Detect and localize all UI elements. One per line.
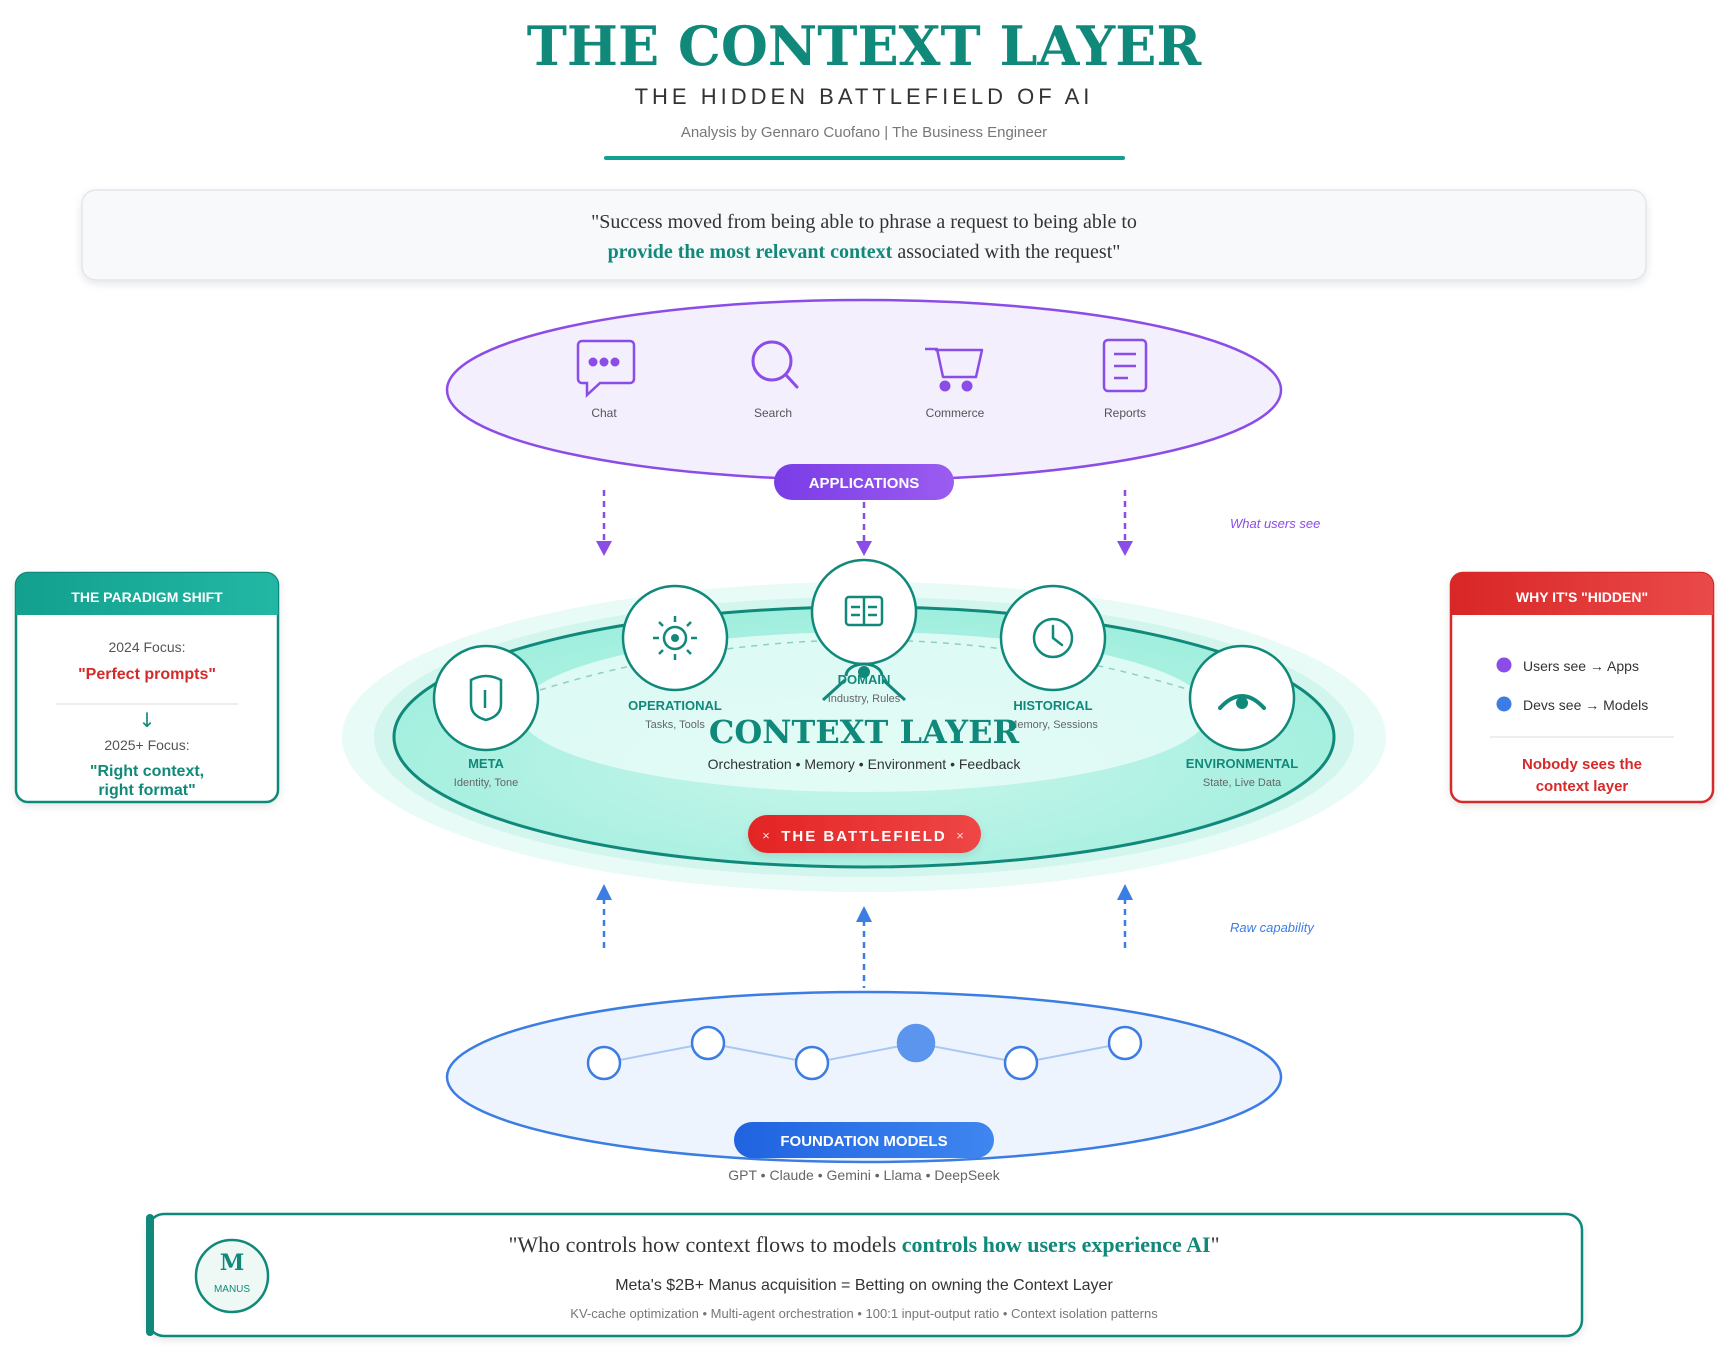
foundation-layer: FOUNDATION MODELS GPT • Claude • Gemini … (445, 990, 1283, 1183)
network-graph (586, 1023, 1143, 1081)
manus-logo-text: MANUS (214, 1284, 250, 1295)
app-reports[interactable]: Reports (1102, 338, 1148, 420)
top-quote-box: "Success moved from being able to phrase… (81, 189, 1647, 281)
top-quote-highlight: provide the most relevant context (608, 241, 893, 263)
battlefield-label: THE BATTLEFIELD (781, 828, 947, 845)
foundation-badge: FOUNDATION MODELS (734, 1122, 994, 1158)
top-quote-line1: "Success moved from being able to phrase… (591, 211, 1137, 233)
network-node (690, 1025, 726, 1061)
bottom-quote-box: M MANUS "Who controls how context flows … (146, 1212, 1584, 1338)
node-meta-sub: Identity, Tone (454, 777, 518, 789)
bottom-line3: KV-cache optimization • Multi-agent orch… (570, 1306, 1158, 1321)
battlefield-badge: × THE BATTLEFIELD × (748, 815, 981, 853)
manus-logo: M MANUS (194, 1238, 270, 1314)
node-historical-sub: Memory, Sessions (1008, 719, 1098, 731)
node-environmental[interactable]: ENVIRONMENTAL State, Live Data (1186, 644, 1298, 789)
shield-icon (469, 674, 503, 722)
hidden-conclusion-1: Nobody sees the (1522, 756, 1642, 773)
gear-icon (653, 616, 697, 660)
models-side-note: Raw capability (1230, 920, 1315, 935)
hidden-item-users: Users see → Apps (1523, 658, 1639, 674)
node-domain[interactable]: DOMAIN Industry, Rules (810, 558, 918, 705)
node-domain-label: DOMAIN (838, 672, 891, 687)
manus-logo-letter: M (220, 1250, 244, 1276)
app-commerce-label: Commerce (926, 406, 985, 420)
bottom-line2: Meta's $2B+ Manus acquisition = Betting … (615, 1277, 1113, 1294)
search-icon (751, 340, 799, 389)
applications-badge-label: APPLICATIONS (809, 475, 920, 492)
app-commerce[interactable]: Commerce (925, 347, 985, 420)
network-node (1107, 1025, 1143, 1061)
context-layer-title: CONTEXT LAYER (709, 713, 1020, 751)
node-historical[interactable]: HISTORICAL Memory, Sessions (999, 584, 1107, 731)
header-divider (604, 156, 1125, 160)
top-quote-line2: provide the most relevant context associ… (608, 241, 1121, 263)
apps-to-context-arrows (596, 490, 1133, 556)
page-title: THE CONTEXT LAYER (527, 14, 1203, 78)
paradigm-from-value: "Perfect prompts" (78, 666, 216, 683)
models-to-context-arrows (596, 884, 1133, 988)
applications-badge: APPLICATIONS (774, 464, 954, 500)
applications-layer: Chat Search Commerce (445, 298, 1283, 500)
chat-icon (576, 339, 636, 398)
bottom-quote: "Who controls how context flows to model… (508, 1232, 1219, 1257)
foundation-badge-label: FOUNDATION MODELS (780, 1133, 947, 1150)
network-node (794, 1045, 830, 1081)
paradigm-shift-title: THE PARADIGM SHIFT (71, 589, 223, 605)
app-search-label: Search (754, 406, 792, 420)
document-icon (1102, 338, 1148, 393)
paradigm-to-label: 2025+ Focus: (104, 737, 189, 753)
app-reports-label: Reports (1104, 406, 1146, 420)
context-layer: META Identity, Tone OPERATIONAL Tasks, T… (342, 558, 1386, 892)
byline: Analysis by Gennaro Cuofano | The Busine… (681, 124, 1047, 141)
app-chat-label: Chat (591, 406, 617, 420)
network-node (1003, 1045, 1039, 1081)
hidden-item-devs: Devs see → Models (1523, 697, 1648, 713)
book-icon (844, 595, 884, 627)
node-operational-sub: Tasks, Tools (645, 719, 705, 731)
bottom-quote-start: "Who controls how context flows to model… (508, 1232, 901, 1257)
bottom-quote-end: " (1211, 1232, 1220, 1257)
clock-icon (1032, 617, 1074, 659)
page-subtitle: THE HIDDEN BATTLEFIELD OF AI (635, 84, 1094, 109)
top-quote-rest: associated with the request" (892, 241, 1120, 263)
node-operational-label: OPERATIONAL (628, 698, 722, 713)
devs-dot (1496, 696, 1512, 712)
node-domain-sub: Industry, Rules (828, 693, 901, 705)
foundation-models-list: GPT • Claude • Gemini • Llama • DeepSeek (728, 1167, 1000, 1183)
node-meta[interactable]: META Identity, Tone (432, 644, 540, 789)
paradigm-shift-card: THE PARADIGM SHIFT 2024 Focus: "Perfect … (14, 571, 280, 804)
node-operational[interactable]: OPERATIONAL Tasks, Tools (621, 584, 729, 731)
node-environmental-sub: State, Live Data (1203, 777, 1282, 789)
apps-side-note: What users see (1230, 516, 1320, 531)
network-node-active (896, 1023, 936, 1063)
battlefield-mark-left: × (762, 828, 770, 843)
context-layer-subtitle: Orchestration • Memory • Environment • F… (708, 756, 1022, 772)
node-environmental-label: ENVIRONMENTAL (1186, 756, 1298, 771)
app-search[interactable]: Search (751, 340, 799, 420)
paradigm-from-label: 2024 Focus: (108, 639, 185, 655)
why-hidden-card: WHY IT'S "HIDDEN" Users see → Apps Devs … (1449, 571, 1715, 804)
eye-icon (1218, 694, 1266, 710)
paradigm-to-value-1: "Right context, (90, 763, 204, 780)
node-meta-label: META (468, 756, 504, 771)
hidden-conclusion-2: context layer (1536, 778, 1629, 795)
cart-icon (925, 347, 984, 392)
why-hidden-title: WHY IT'S "HIDDEN" (1516, 589, 1648, 605)
app-chat[interactable]: Chat (576, 339, 636, 420)
bottom-quote-highlight: controls how users experience AI (902, 1232, 1211, 1257)
node-historical-label: HISTORICAL (1013, 698, 1092, 713)
paradigm-to-value-2: right format" (98, 782, 195, 799)
person-icon (821, 662, 907, 702)
network-node (586, 1045, 622, 1081)
users-dot (1496, 657, 1512, 673)
battlefield-mark-right: × (956, 828, 964, 843)
paradigm-arrow: ↓ (139, 708, 156, 732)
